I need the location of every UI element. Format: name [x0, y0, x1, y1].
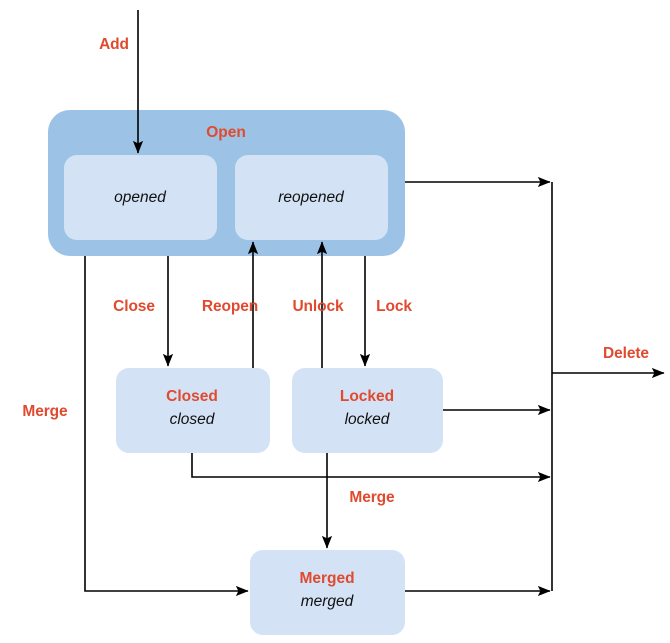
edge-label-delete: Delete [603, 345, 649, 362]
edge-label-unlock: Unlock [292, 298, 344, 315]
reopened-state-label: reopened [278, 189, 344, 206]
locked-state-title: Locked [339, 388, 395, 405]
edge-label-merge-center: Merge [349, 489, 395, 506]
closed-state-title: Closed [166, 388, 218, 405]
merged-state-box [250, 550, 405, 635]
open-group-label: Open [206, 124, 246, 141]
locked-state-box [292, 368, 443, 453]
reopened-state-box [235, 155, 388, 240]
merged-state-sub: merged [300, 593, 354, 610]
edge-label-close: Close [113, 298, 155, 315]
edge-label-reopen: Reopen [201, 298, 259, 315]
edge-label-merge-left: Merge [22, 403, 68, 420]
edge-closed-to-delete [191, 453, 551, 483]
opened-state-label: opened [114, 189, 166, 206]
closed-state-box [116, 368, 270, 453]
closed-state-sub: closed [169, 411, 215, 428]
opened-state-box [64, 155, 217, 240]
merged-state-title: Merged [299, 570, 355, 587]
edge-merge-left [84, 256, 249, 597]
locked-state-sub: locked [344, 411, 390, 428]
edge-label-add: Add [99, 36, 129, 53]
edge-label-lock: Lock [376, 298, 412, 315]
